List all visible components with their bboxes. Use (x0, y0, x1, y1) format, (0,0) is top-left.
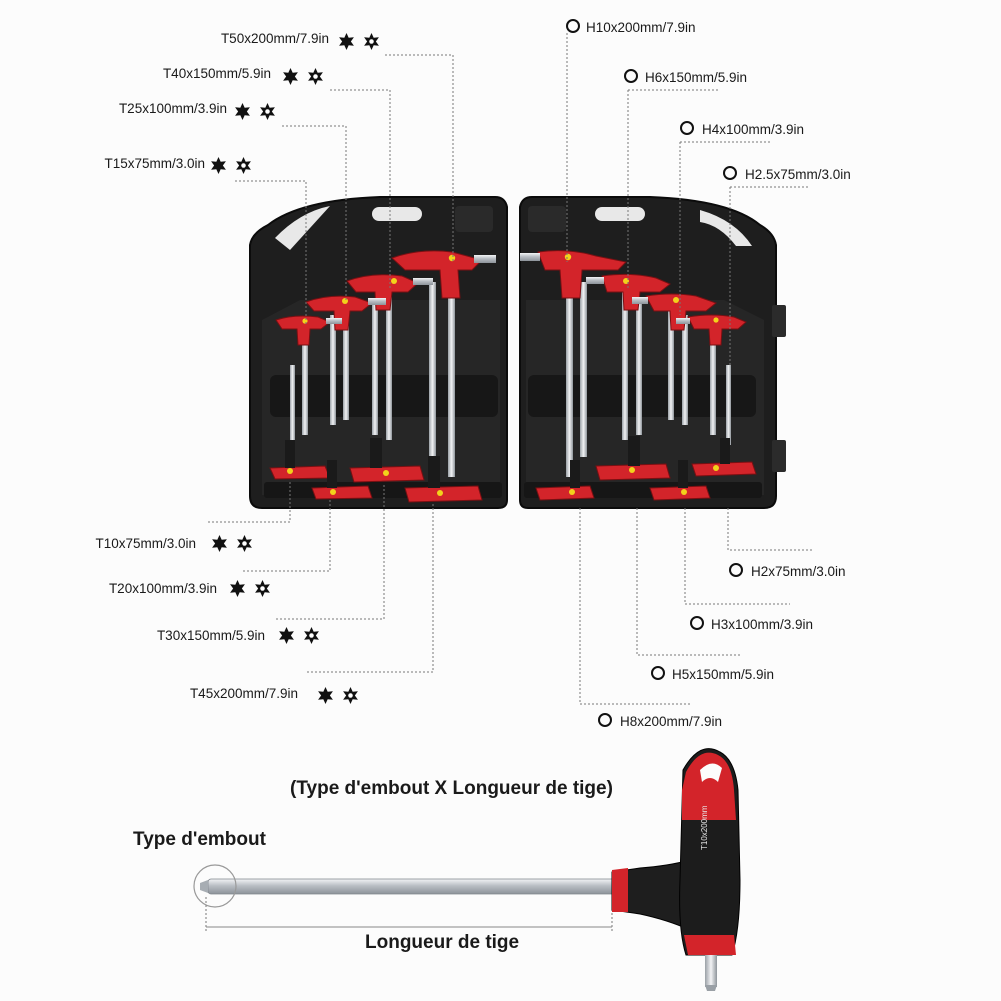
format-caption: (Type d'embout X Longueur de tige) (290, 778, 613, 799)
torx-symbols-t15 (209, 156, 253, 175)
torx-solid-icon (211, 156, 226, 175)
torx-label-t30: T30x150mm/5.9in (156, 628, 265, 643)
torx-symbols-t50 (337, 32, 381, 51)
torx-solid-icon (318, 686, 333, 705)
tip-type-label: Type d'embout (133, 829, 266, 850)
torx-keys-top (275, 250, 496, 477)
hex-circle-icon (651, 666, 665, 680)
torx-tamper-icon (260, 102, 275, 121)
case-right-half (519, 196, 786, 509)
hex-circle-icon (598, 713, 612, 727)
hex-label-h4: H4x100mm/3.9in (702, 122, 805, 137)
torx-label-t45: T45x200mm/7.9in (189, 686, 298, 701)
torx-symbols-t45 (316, 686, 360, 705)
torx-solid-icon (235, 102, 250, 121)
hex-label-h6: H6x150mm/5.9in (645, 70, 748, 85)
torx-label-t20: T20x100mm/3.9in (108, 581, 217, 596)
torx-symbols-t10 (210, 534, 254, 553)
torx-label-t10: T10x75mm/3.0in (95, 536, 196, 551)
torx-tamper-icon (236, 156, 251, 175)
hex-keys-top (520, 250, 747, 477)
hex-label-h2: H2x75mm/3.0in (751, 564, 846, 579)
torx-tamper-icon (343, 686, 358, 705)
hex-label-h2-5: H2.5x75mm/3.0in (745, 167, 851, 182)
hex-circle-icon (624, 69, 638, 83)
torx-tamper-icon (308, 67, 323, 86)
torx-keys-bottom (269, 438, 483, 503)
torx-tamper-icon (237, 534, 252, 553)
shaft-length-label: Longueur de tige (365, 932, 520, 953)
hex-circle-icon (723, 166, 737, 180)
torx-symbols-t40 (281, 67, 325, 86)
torx-solid-icon (230, 579, 245, 598)
hex-circle-icon (690, 616, 704, 630)
torx-symbols-t30 (277, 626, 321, 645)
hex-label-h10: H10x200mm/7.9in (586, 20, 696, 35)
torx-solid-icon (279, 626, 294, 645)
torx-solid-icon (339, 32, 354, 51)
handle-marking: T10x200mm (700, 805, 709, 850)
hex-keys-bottom (535, 436, 757, 501)
hex-circle-icon (566, 19, 580, 33)
torx-tamper-icon (255, 579, 270, 598)
torx-label-t15: T15x75mm/3.0in (104, 156, 205, 171)
torx-symbols-t25 (233, 102, 277, 121)
hex-label-h3: H3x100mm/3.9in (711, 617, 814, 632)
torx-label-t50: T50x200mm/7.9in (220, 31, 329, 46)
torx-label-t25: T25x100mm/3.9in (118, 101, 227, 116)
hex-circle-icon (680, 121, 694, 135)
key-diagram (193, 748, 741, 991)
torx-solid-icon (283, 67, 298, 86)
hex-label-h8: H8x200mm/7.9in (620, 714, 723, 729)
torx-symbols-t20 (228, 579, 272, 598)
torx-tamper-icon (304, 626, 319, 645)
hex-circle-icon (729, 563, 743, 577)
hex-label-h5: H5x150mm/5.9in (672, 667, 775, 682)
torx-solid-icon (212, 534, 227, 553)
torx-label-t40: T40x150mm/5.9in (162, 66, 271, 81)
torx-tamper-icon (364, 32, 379, 51)
